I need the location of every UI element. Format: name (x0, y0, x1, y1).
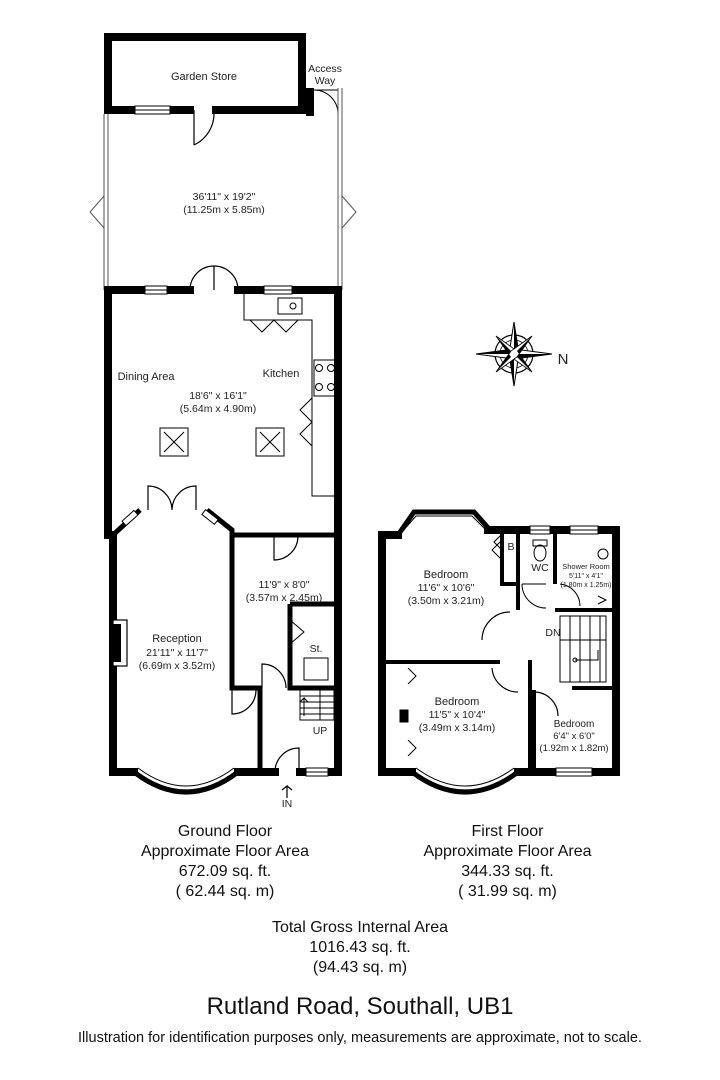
access-way-gate (313, 89, 339, 116)
shower-head-icon (597, 548, 609, 560)
bedroom2-bay-window (410, 770, 520, 795)
wc-label: WC (531, 562, 549, 574)
bedroom1-dimensions: 11'6" x 10'6" (418, 582, 475, 594)
ground-floor-area-sqm: ( 62.44 sq. m) (175, 883, 275, 900)
reception-dimensions-metric: (6.69m x 3.52m) (139, 660, 215, 672)
back-room-dimensions-metric: (3.57m x 2.45m) (246, 592, 322, 604)
kitchen-units (243, 294, 337, 497)
property-address: Rutland Road, Southall, UB1 (206, 993, 514, 1020)
bedroom1-dimensions-metric: (3.50m x 3.21m) (408, 595, 484, 607)
reception-bay-window (132, 770, 240, 795)
garden-area: Garden Store Access Way 36'11" x 19'2" (… (89, 33, 357, 290)
stairs-down-label: DN (545, 627, 560, 639)
disclaimer-text: Illustration for identification purposes… (78, 1030, 642, 1046)
total-area-summary: Total Gross Internal Area 1016.43 sq. ft… (180, 918, 540, 978)
ground-floor-area-sqft: 672.09 sq. ft. (178, 863, 272, 880)
kitchen-dining-dimensions: 18'6" x 16'1" (189, 390, 247, 402)
stairs-down-icon (559, 615, 607, 683)
stairs-up-label: UP (313, 725, 328, 737)
reception-door (231, 689, 257, 715)
ground-floor-plan: Dining Area Kitchen 18'6" x 16'1" (5.64m… (104, 265, 342, 810)
rear-french-doors (189, 265, 239, 291)
bedroom2-dimensions: 11'5" x 10'4" (429, 709, 486, 721)
first-floor-plan: Bedroom 11'6" x 10'6" (3.50m x 3.21m) B … (378, 509, 620, 795)
bedroom1-bay-window (395, 509, 492, 537)
bedroom2-door (491, 667, 519, 693)
boiler-label: B (507, 541, 514, 553)
total-area-sqft: 1016.43 sq. ft. (309, 939, 411, 956)
garden-store-door (193, 110, 215, 146)
reception-label: Reception (152, 633, 202, 645)
bedroom2-wardrobes (399, 667, 417, 757)
first-floor-area-sqft: 344.33 sq. ft. (461, 863, 554, 880)
kitchen-label: Kitchen (263, 368, 300, 380)
inner-hall-wall (229, 535, 262, 691)
shower-room-dimensions-metric: (1.80m x 1.25m) (561, 582, 612, 589)
hob-icon (313, 359, 337, 397)
bedroom3-dimensions-metric: (1.92m x 1.82m) (539, 743, 608, 754)
toilet-icon (533, 544, 547, 562)
bedroom3-door (533, 691, 559, 717)
bedroom2-dimensions-metric: (3.49m x 3.14m) (419, 722, 495, 734)
store-door (289, 619, 305, 645)
garden-fence (89, 88, 357, 290)
bedroom1-label: Bedroom (424, 569, 469, 581)
hall-door (261, 663, 287, 689)
access-way-label-line2: Way (315, 75, 336, 87)
bedroom1-door (481, 611, 511, 641)
first-floor-area-caption: Approximate Floor Area (423, 843, 592, 860)
entrance-label: IN (282, 798, 293, 810)
ground-floor-title: Ground Floor (177, 823, 273, 840)
garden-dimensions: 36'11" x 19'2" (193, 191, 256, 203)
roof-lights (159, 427, 285, 457)
front-door (274, 747, 300, 773)
stairs-up-icon (299, 689, 335, 721)
garden-store-label: Garden Store (171, 71, 237, 83)
access-way-label: Access (308, 63, 342, 75)
garden-dimensions-metric: (11.25m x 5.85m) (183, 204, 265, 216)
first-floor-area-sqm: ( 31.99 sq. m) (458, 883, 557, 900)
compass-rose-icon (475, 321, 553, 387)
total-area-sqm: (94.43 sq. m) (312, 959, 408, 976)
store-label: St. (310, 643, 323, 655)
bedroom3-dimensions: 6'4" x 6'0" (553, 731, 595, 742)
bedroom3-label: Bedroom (554, 719, 595, 730)
ground-floor-area-caption: Approximate Floor Area (140, 843, 310, 860)
back-room-dimensions: 11'9" x 8'0" (259, 579, 310, 591)
north-label: N (558, 351, 569, 368)
shower-room-door (559, 583, 581, 607)
dining-area-label: Dining Area (118, 371, 176, 383)
wc-door (521, 583, 547, 609)
shower-room-dimensions: 5'11" x 4'1" (569, 573, 603, 580)
total-area-title: Total Gross Internal Area (271, 919, 449, 936)
boiler-cupboard-door (491, 539, 503, 561)
bedroom2-label: Bedroom (435, 696, 480, 708)
entrance-arrow-icon (281, 784, 293, 798)
kitchen-dining-dimensions-metric: (5.64m x 4.90m) (180, 403, 256, 415)
first-floor-summary: First Floor Approximate Floor Area 344.3… (395, 822, 620, 902)
reception-dimensions: 21'11" x 11'7" (146, 647, 208, 659)
shower-room-label: Shower Room (562, 562, 610, 571)
ground-floor-summary: Ground Floor Approximate Floor Area 672.… (110, 822, 340, 902)
reception-divider-wall (111, 508, 338, 538)
back-room-door (273, 535, 299, 561)
first-floor-title: First Floor (471, 823, 544, 840)
reception-double-doors (147, 485, 197, 511)
wc-walls (500, 530, 520, 586)
